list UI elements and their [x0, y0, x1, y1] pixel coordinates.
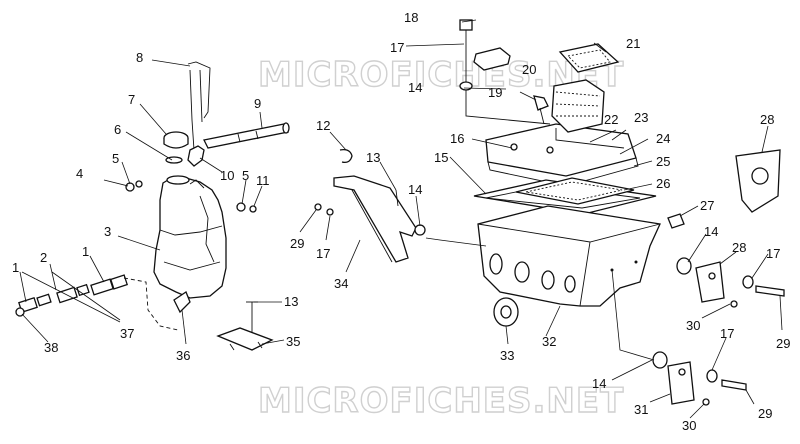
- callout-18: 18: [404, 10, 418, 25]
- callout-26: 26: [656, 176, 670, 191]
- callout-1: 1: [82, 244, 89, 259]
- callout-35: 35: [286, 334, 300, 349]
- callout-30: 30: [682, 418, 696, 433]
- airbox-lid: [485, 123, 639, 187]
- callout-8: 8: [136, 50, 143, 65]
- callout-37: 37: [120, 326, 134, 341]
- callout-32: 32: [542, 334, 556, 349]
- callout-17: 17: [390, 40, 404, 55]
- dipstick: [187, 61, 211, 151]
- support-bracket: [314, 148, 426, 263]
- callout-4: 4: [76, 166, 83, 181]
- vent-hose: [203, 122, 290, 149]
- fastener-27: [667, 213, 685, 229]
- callout-15: 15: [434, 150, 448, 165]
- callout-1: 1: [12, 260, 19, 275]
- callout-31: 31: [634, 402, 648, 417]
- callout-30: 30: [686, 318, 700, 333]
- wing-nut-19: [533, 95, 549, 125]
- leader-lines: [19, 19, 783, 419]
- oil-tank: [153, 175, 227, 299]
- callout-25: 25: [656, 154, 670, 169]
- mount-plate-28-top: [735, 149, 781, 213]
- callout-14: 14: [408, 80, 422, 95]
- small-fasteners-left: [103, 179, 257, 213]
- callout-28: 28: [732, 240, 746, 255]
- callout-labels: 18 17 21 20 14 19 22 23 16 24 15 25 26 2…: [12, 10, 790, 433]
- callout-10: 10: [220, 168, 234, 183]
- callout-5: 5: [112, 151, 119, 166]
- callout-28: 28: [760, 112, 774, 127]
- rubber-boot-33: [493, 297, 519, 327]
- callout-11: 11: [256, 173, 270, 188]
- callout-36: 36: [176, 348, 190, 363]
- callout-5: 5: [242, 168, 249, 183]
- callout-16: 16: [450, 131, 464, 146]
- filter-block-17: [473, 47, 511, 71]
- callout-2: 2: [40, 250, 47, 265]
- callout-19: 19: [488, 85, 502, 100]
- grommet-bracket-right: [676, 257, 785, 308]
- callout-17: 17: [720, 326, 734, 341]
- callout-24: 24: [656, 131, 670, 146]
- callout-3: 3: [104, 224, 111, 239]
- callout-14: 14: [408, 182, 422, 197]
- callout-12: 12: [316, 118, 330, 133]
- callout-17: 17: [316, 246, 330, 261]
- callout-27: 27: [700, 198, 714, 213]
- filter-pad-21: [558, 43, 620, 73]
- drain-fitting: [173, 291, 191, 314]
- callout-22: 22: [604, 112, 618, 127]
- callout-9: 9: [254, 96, 261, 111]
- callout-38: 38: [44, 340, 58, 355]
- elbow-fitting: [187, 145, 205, 167]
- callout-33: 33: [500, 348, 514, 363]
- foam-filter-20: [551, 79, 605, 133]
- filter-element-26: [515, 177, 635, 205]
- callout-23: 23: [634, 110, 648, 125]
- callout-29: 29: [776, 336, 790, 351]
- callout-13: 13: [284, 294, 298, 309]
- callout-13: 13: [366, 150, 380, 165]
- hose-assembly: [15, 274, 179, 331]
- grommet-bracket-lower: [652, 351, 747, 406]
- tank-cap: [163, 131, 189, 164]
- airbox-base: [477, 205, 661, 307]
- callout-34: 34: [334, 276, 348, 291]
- watermark-bottom: MICROFICHES.NET: [258, 381, 624, 421]
- callout-6: 6: [114, 122, 121, 137]
- callout-7: 7: [128, 92, 135, 107]
- callout-20: 20: [522, 62, 536, 77]
- callout-14: 14: [704, 224, 718, 239]
- callout-29: 29: [758, 406, 772, 421]
- callout-14: 14: [592, 376, 606, 391]
- callout-29: 29: [290, 236, 304, 251]
- callout-17: 17: [766, 246, 780, 261]
- callout-21: 21: [626, 36, 640, 51]
- bracket-35: [216, 301, 274, 351]
